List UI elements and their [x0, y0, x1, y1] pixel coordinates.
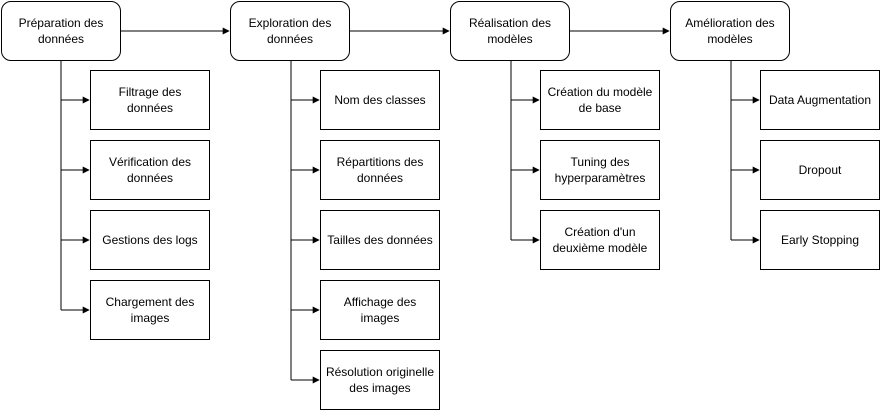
step-box: Tuning des hyperparamètres — [540, 140, 660, 200]
step-label: Tailles des données — [327, 233, 433, 247]
header-label: Exploration des données — [248, 16, 332, 46]
step-box: Répartitions des données — [320, 140, 440, 200]
header-amelioration: Amélioration des modèles — [670, 1, 790, 61]
header-label: Amélioration des modèles — [685, 16, 775, 46]
step-label: Affichage des images — [343, 295, 417, 325]
header-preparation: Préparation des données — [1, 1, 121, 61]
step-label: Création d'un deuxième modèle — [552, 225, 648, 255]
step-label: Data Augmentation — [768, 93, 872, 107]
step-box: Gestions des logs — [90, 210, 210, 270]
step-box: Création d'un deuxième modèle — [540, 210, 660, 270]
step-box: Data Augmentation — [760, 70, 880, 130]
step-box: Chargement des images — [90, 280, 210, 340]
step-box: Vérification des données — [90, 140, 210, 200]
step-box: Tailles des données — [320, 210, 440, 270]
step-box: Dropout — [760, 140, 880, 200]
step-label: Chargement des images — [105, 295, 195, 325]
header-exploration: Exploration des données — [230, 1, 350, 61]
header-label: Préparation des données — [18, 16, 104, 46]
header-realisation: Réalisation des modèles — [450, 1, 570, 61]
step-box: Affichage des images — [320, 280, 440, 340]
step-label: Tuning des hyperparamètres — [554, 155, 646, 185]
step-label: Répartitions des données — [336, 155, 424, 185]
step-box: Résolution originelle des images — [320, 350, 440, 410]
step-label: Dropout — [798, 163, 842, 177]
step-label: Résolution originelle des images — [325, 365, 435, 395]
step-label: Création du modèle de base — [547, 85, 653, 115]
step-box: Early Stopping — [760, 210, 880, 270]
step-label: Early Stopping — [780, 233, 860, 247]
step-box: Nom des classes — [320, 70, 440, 130]
header-label: Réalisation des modèles — [468, 16, 552, 46]
step-label: Gestions des logs — [102, 233, 198, 247]
step-label: Filtrage des données — [118, 85, 182, 115]
step-label: Nom des classes — [334, 93, 426, 107]
step-box: Création du modèle de base — [540, 70, 660, 130]
step-label: Vérification des données — [108, 155, 192, 185]
step-box: Filtrage des données — [90, 70, 210, 130]
